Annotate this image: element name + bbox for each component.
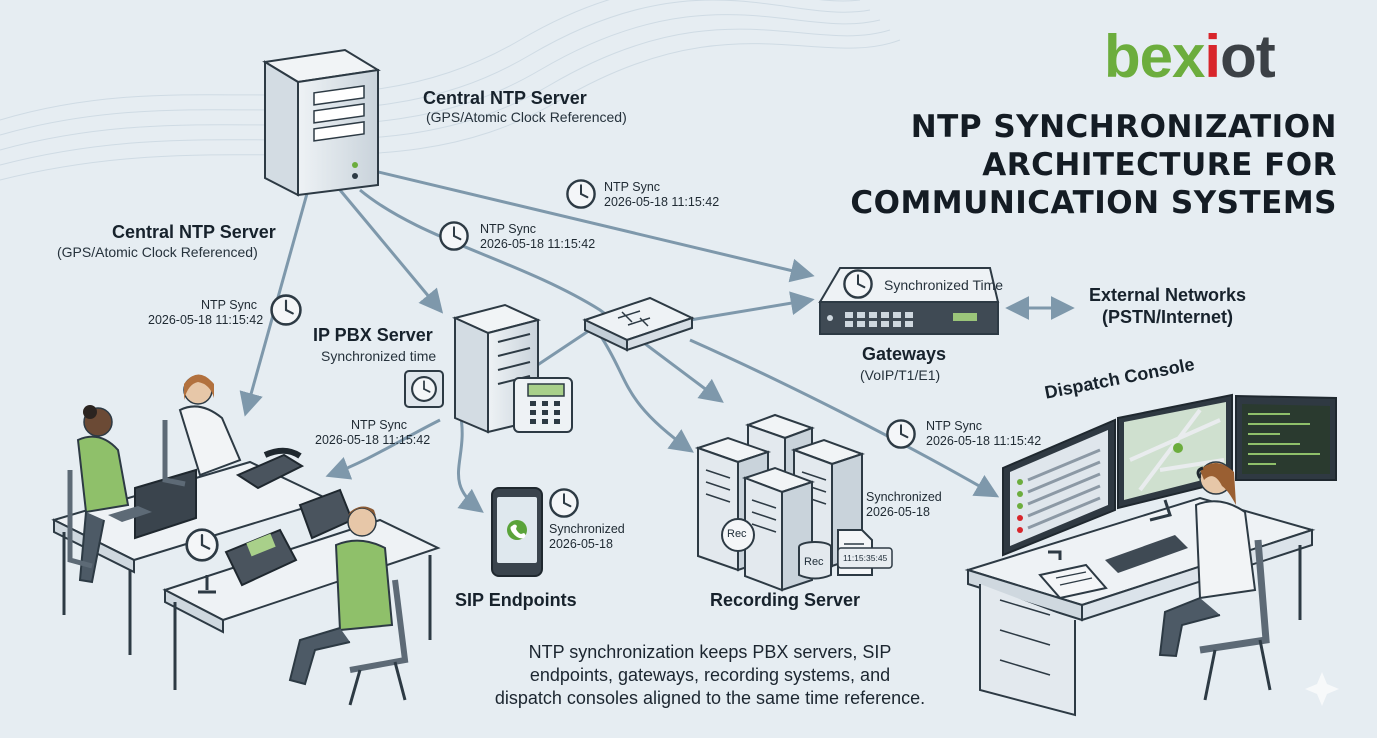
pbx-clock-icon	[404, 370, 444, 408]
operator-woman-green	[67, 405, 130, 584]
rec-badge: Rec	[727, 528, 747, 540]
desk-phone-icon	[198, 447, 354, 594]
ntp-sync-timestamp-2: 2026-05-18 11:15:42	[480, 237, 596, 251]
caption-line-1: NTP synchronization keeps PBX servers, S…	[528, 642, 892, 662]
sip-endpoints-label: SIP Endpoints	[455, 590, 577, 610]
central-ntp-server-label: Central NTP Server	[423, 88, 587, 108]
external-networks-sublabel: (PSTN/Internet)	[1102, 307, 1234, 327]
ntp-sync-label-5: NTP Sync	[926, 419, 983, 433]
central-ntp-server-left-sublabel: (GPS/Atomic Clock Referenced)	[57, 244, 258, 260]
caption-line-2: endpoints, gateways, recording systems, …	[529, 665, 891, 685]
clock-icon	[185, 528, 219, 562]
ntp-sync-timestamp-5: 2026-05-18 11:15:42	[926, 434, 1042, 448]
recording-sync-label: Synchronized	[866, 490, 942, 504]
sparkle-icon	[1305, 672, 1339, 706]
page-title: NTP SYNCHRONIZATION ARCHITECTURE FOR COM…	[850, 108, 1337, 222]
ntp-sync-timestamp-4: 2026-05-18 11:15:42	[315, 433, 431, 447]
pbx-phone-icon	[513, 377, 573, 433]
ntp-sync-timestamp-3: 2026-05-18 11:15:42	[148, 313, 264, 327]
clock-icon	[270, 294, 302, 326]
gateways-label: Gateways	[862, 344, 947, 364]
diagram-caption: NTP synchronization keeps PBX servers, S…	[440, 641, 980, 710]
title-line-3: COMMUNICATION SYSTEMS	[850, 185, 1337, 221]
clock-icon	[566, 179, 596, 209]
rec-badge-2: Rec	[804, 556, 824, 568]
ntp-sync-label-2: NTP Sync	[480, 222, 537, 236]
clock-icon	[549, 488, 579, 518]
clock-icon	[886, 419, 916, 449]
recording-sync-date: 2026-05-18	[866, 505, 930, 519]
ip-pbx-server-sublabel: Synchronized time	[321, 348, 437, 364]
ip-pbx-server-label: IP PBX Server	[313, 325, 433, 345]
sip-sync-date: 2026-05-18	[549, 537, 613, 551]
title-line-1: NTP SYNCHRONIZATION	[910, 109, 1337, 145]
recording-server-label: Recording Server	[710, 590, 861, 610]
document-icon	[837, 529, 893, 576]
central-ntp-server-left-label: Central NTP Server	[112, 222, 276, 242]
ntp-sync-label-4: NTP Sync	[351, 418, 408, 432]
clipboard-icon	[1038, 563, 1108, 600]
title-line-2: ARCHITECTURE FOR	[982, 147, 1337, 183]
operator-woman-white	[162, 374, 242, 487]
dispatcher-woman	[1158, 461, 1272, 701]
sip-sync-label: Synchronized	[549, 522, 625, 536]
central-ntp-server-icon	[262, 48, 381, 197]
caption-line-3: dispatch consoles aligned to the same ti…	[494, 688, 926, 708]
recording-time-tag: 11:15:35:45	[843, 553, 888, 563]
central-ntp-server-sublabel: (GPS/Atomic Clock Referenced)	[426, 109, 627, 125]
clock-icon	[843, 269, 873, 299]
clock-icon	[439, 221, 469, 251]
smartphone-icon	[491, 487, 543, 577]
gateways-sublabel: (VoIP/T1/E1)	[860, 367, 941, 383]
ntp-sync-label-1: NTP Sync	[604, 180, 661, 194]
brand-logo: bexiot	[1104, 23, 1276, 90]
ntp-sync-label-3: NTP Sync	[201, 298, 258, 312]
monitor-icon	[108, 468, 197, 540]
ntp-sync-timestamp-1: 2026-05-18 11:15:42	[604, 195, 720, 209]
background-waves	[0, 0, 901, 181]
gateway-badge: Synchronized Time	[884, 277, 1004, 293]
external-networks-label: External Networks	[1089, 285, 1247, 305]
network-switch-icon	[582, 296, 695, 352]
operator-man	[288, 506, 409, 706]
